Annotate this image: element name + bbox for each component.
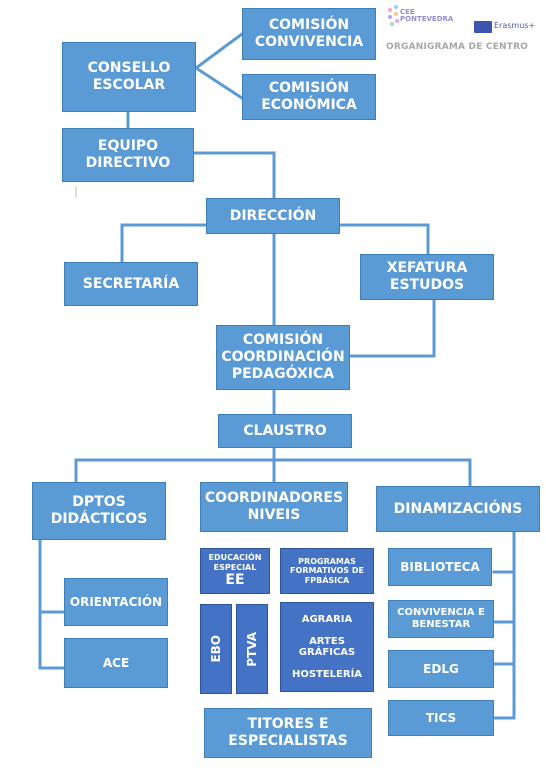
erasmus-label: Erasmus+	[494, 21, 536, 30]
direccion-box: DIRECCIÓN	[206, 198, 340, 234]
claustro-box: CLAUSTRO	[218, 414, 352, 448]
secretaria-box: SECRETARÍA	[64, 262, 198, 306]
convivencia-benestar-box: CONVIVENCIA E BENESTAR	[388, 600, 494, 638]
educacion-especial-label: EDUCACIÓN ESPECIAL	[208, 553, 262, 572]
orientacion-box: ORIENTACIÓN	[64, 578, 168, 626]
comision-ccp-box: COMISIÓN COORDINACIÓN PEDAGÓXICA	[216, 325, 350, 390]
educacion-especial-box: EDUCACIÓN ESPECIAL EE	[200, 548, 270, 594]
biblioteca-box: BIBLIOTECA	[388, 548, 492, 586]
ace-box: ACE	[64, 638, 168, 688]
ptva-label: PTVA	[244, 631, 259, 667]
school-name: CEE PONTEVEDRA	[400, 8, 454, 24]
dptos-didacticos-box: DPTOS DIDÁCTICOS	[32, 482, 166, 540]
coordinadores-niveis-box: COORDINADORES NIVEIS	[200, 482, 348, 532]
dots-logo-icon	[386, 4, 410, 32]
equipo-directivo-box: EQUIPO DIRECTIVO	[62, 128, 194, 182]
eu-flag-icon	[474, 21, 492, 33]
comision-economica-box: COMISIÓN ECONÓMICA	[242, 74, 376, 120]
school-logo: CEE PONTEVEDRA Erasmus+ ORGANIGRAMA DE C…	[386, 4, 542, 52]
titores-especialistas-box: TITORES E ESPECIALISTAS	[204, 708, 372, 758]
ebo-label: EBO	[208, 635, 223, 663]
comision-convivencia-box: COMISIÓN CONVIVENCIA	[242, 8, 376, 60]
ee-label: EE	[225, 572, 245, 589]
consello-escolar-box: CONSELLO ESCOLAR	[62, 42, 196, 112]
ebo-box: EBO	[200, 604, 232, 694]
edlg-box: EDLG	[388, 650, 494, 688]
chart-title: ORGANIGRAMA DE CENTRO	[386, 42, 529, 52]
tics-box: TICS	[388, 700, 494, 736]
xefatura-estudos-box: XEFATURA ESTUDOS	[360, 254, 494, 300]
fpbasica-list-box: AGRARIA ARTES GRÁFICAS HOSTELERÍA	[280, 602, 374, 692]
programas-fpbasica-box: PROGRAMAS FORMATIVOS DE FPBÁSICA	[280, 548, 374, 594]
dinamizacions-box: DINAMIZACIÓNS	[376, 486, 540, 532]
ptva-box: PTVA	[236, 604, 268, 694]
